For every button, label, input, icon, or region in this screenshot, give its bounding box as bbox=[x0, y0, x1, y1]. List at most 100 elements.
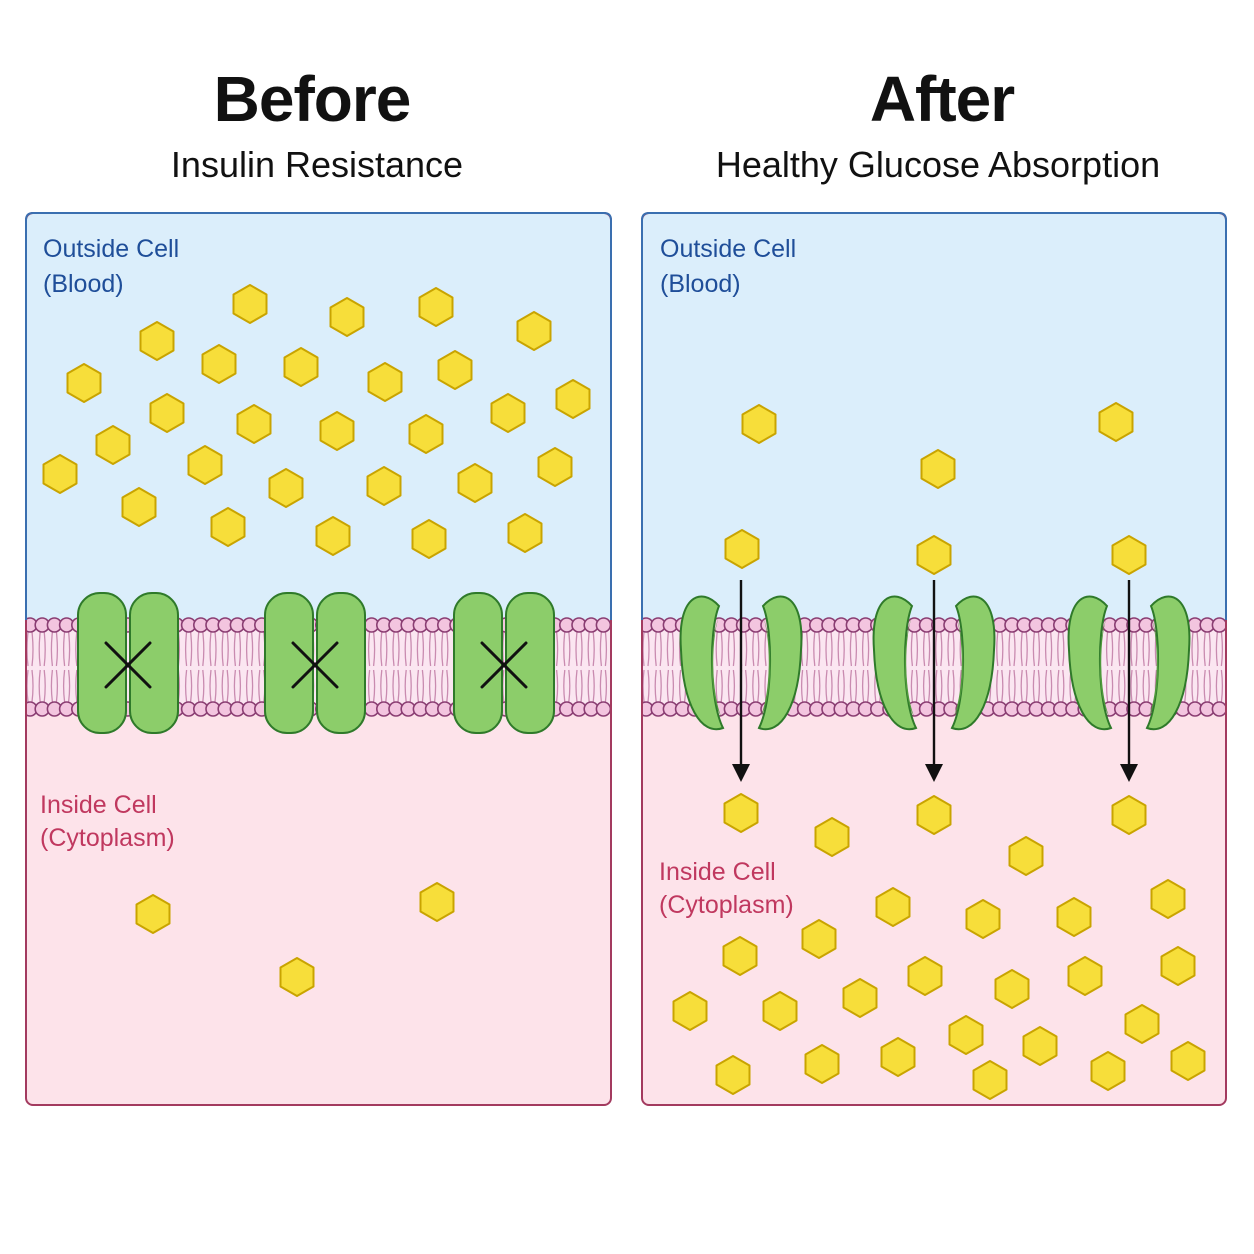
after-glucose-molecules bbox=[672, 402, 1206, 1100]
glucose-molecule bbox=[139, 321, 175, 361]
glucose-molecule bbox=[516, 311, 552, 351]
blocked-glucose-channel bbox=[264, 592, 366, 734]
glucose-molecule bbox=[724, 529, 760, 569]
after-panel: Outside Cell (Blood) Inside Cell (Cytopl… bbox=[641, 212, 1227, 1106]
before-title: Before bbox=[213, 63, 412, 135]
glucose-molecule bbox=[236, 404, 272, 444]
glucose-molecule bbox=[418, 287, 454, 327]
glucose-molecule bbox=[42, 454, 78, 494]
before-glucose-molecules bbox=[42, 284, 591, 997]
glucose-molecule bbox=[66, 363, 102, 403]
glucose-molecule bbox=[1111, 795, 1147, 835]
before-subtitle: Insulin Resistance bbox=[170, 144, 464, 185]
before-outside-border bbox=[25, 212, 612, 620]
glucose-molecule bbox=[801, 919, 837, 959]
glucose-molecule bbox=[1067, 956, 1103, 996]
glucose-molecule bbox=[507, 513, 543, 553]
glucose-molecule bbox=[95, 425, 131, 465]
glucose-entry-arrow bbox=[732, 580, 750, 782]
glucose-entry-arrow bbox=[1120, 580, 1138, 782]
glucose-molecule bbox=[1124, 1004, 1160, 1044]
after-subtitle: Healthy Glucose Absorption bbox=[715, 144, 1161, 185]
glucose-molecule bbox=[279, 957, 315, 997]
after-transport-arrows bbox=[732, 580, 1138, 782]
after-outside-sublabel: (Blood) bbox=[660, 270, 741, 298]
glucose-molecule bbox=[210, 507, 246, 547]
after-channels bbox=[679, 595, 1191, 731]
after-outside-label: Outside Cell bbox=[660, 235, 796, 263]
glucose-molecule bbox=[329, 297, 365, 337]
glucose-molecule bbox=[283, 347, 319, 387]
glucose-molecule bbox=[201, 344, 237, 384]
glucose-molecule bbox=[972, 1060, 1008, 1100]
glucose-molecule bbox=[490, 393, 526, 433]
before-panel: Outside Cell (Blood) Inside Cell (Cytopl… bbox=[25, 212, 612, 1106]
glucose-molecule bbox=[907, 956, 943, 996]
glucose-molecule bbox=[722, 936, 758, 976]
glucose-molecule bbox=[672, 991, 708, 1031]
glucose-molecule bbox=[1022, 1026, 1058, 1066]
after-inside-label: Inside Cell bbox=[659, 858, 776, 886]
glucose-molecule bbox=[1056, 897, 1092, 937]
glucose-molecule bbox=[1008, 836, 1044, 876]
glucose-molecule bbox=[814, 817, 850, 857]
glucose-molecule bbox=[121, 487, 157, 527]
glucose-molecule bbox=[537, 447, 573, 487]
glucose-molecule bbox=[232, 284, 268, 324]
before-inside-sublabel: (Cytoplasm) bbox=[40, 824, 175, 852]
glucose-molecule bbox=[367, 362, 403, 402]
glucose-molecule bbox=[1098, 402, 1134, 442]
glucose-entry-arrow bbox=[925, 580, 943, 782]
after-outside-border bbox=[641, 212, 1227, 620]
glucose-molecule bbox=[804, 1044, 840, 1084]
glucose-molecule bbox=[268, 468, 304, 508]
blocked-glucose-channel bbox=[453, 592, 555, 734]
blocked-x-mark bbox=[291, 641, 339, 689]
after-inside-sublabel: (Cytoplasm) bbox=[659, 891, 794, 919]
glucose-molecule bbox=[149, 393, 185, 433]
glucose-molecule bbox=[457, 463, 493, 503]
open-glucose-channel bbox=[679, 595, 803, 731]
glucose-molecule bbox=[916, 795, 952, 835]
glucose-molecule bbox=[842, 978, 878, 1018]
glucose-molecule bbox=[715, 1055, 751, 1095]
glucose-molecule bbox=[1170, 1041, 1206, 1081]
glucose-molecule bbox=[319, 411, 355, 451]
blocked-x-mark bbox=[480, 641, 528, 689]
glucose-molecule bbox=[948, 1015, 984, 1055]
glucose-molecule bbox=[366, 466, 402, 506]
before-inside-label: Inside Cell bbox=[40, 791, 157, 819]
glucose-molecule bbox=[1150, 879, 1186, 919]
glucose-molecule bbox=[1160, 946, 1196, 986]
blocked-x-mark bbox=[104, 641, 152, 689]
glucose-molecule bbox=[187, 445, 223, 485]
glucose-molecule bbox=[135, 894, 171, 934]
glucose-molecule bbox=[916, 535, 952, 575]
glucose-molecule bbox=[994, 969, 1030, 1009]
before-outside-sublabel: (Blood) bbox=[43, 270, 124, 298]
after-title: After bbox=[869, 63, 1015, 135]
glucose-molecule bbox=[408, 414, 444, 454]
glucose-molecule bbox=[555, 379, 591, 419]
glucose-molecule bbox=[920, 449, 956, 489]
blocked-glucose-channel bbox=[77, 592, 179, 734]
glucose-molecule bbox=[437, 350, 473, 390]
glucose-molecule bbox=[1090, 1051, 1126, 1091]
glucose-molecule bbox=[875, 887, 911, 927]
before-channels bbox=[77, 592, 555, 734]
glucose-molecule bbox=[880, 1037, 916, 1077]
glucose-molecule bbox=[723, 793, 759, 833]
open-glucose-channel bbox=[872, 595, 996, 731]
glucose-molecule bbox=[419, 882, 455, 922]
open-glucose-channel bbox=[1067, 595, 1191, 731]
glucose-molecule bbox=[1111, 535, 1147, 575]
before-inside-zone bbox=[26, 668, 611, 1105]
glucose-molecule bbox=[411, 519, 447, 559]
glucose-molecule bbox=[741, 404, 777, 444]
glucose-molecule bbox=[315, 516, 351, 556]
glucose-molecule bbox=[762, 991, 798, 1031]
after-membrane bbox=[642, 617, 1226, 717]
glucose-molecule bbox=[965, 899, 1001, 939]
before-outside-label: Outside Cell bbox=[43, 235, 179, 263]
